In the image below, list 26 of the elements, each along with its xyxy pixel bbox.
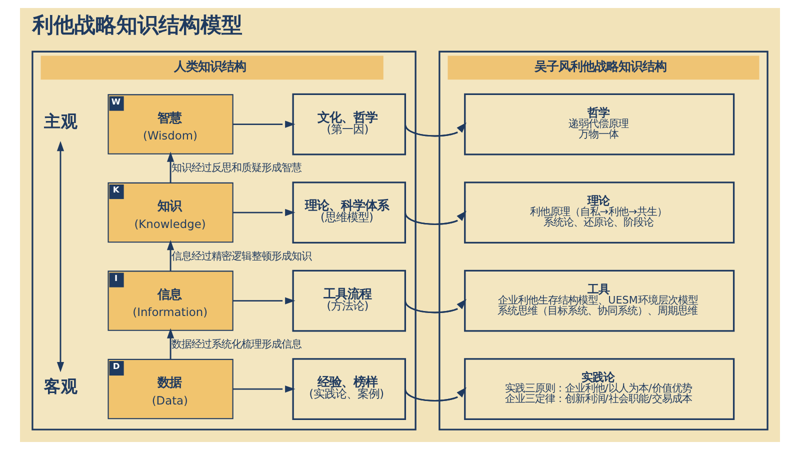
arrow: [166, 240, 174, 272]
node-box: 哲学 递弱代偿原理 万物一体: [464, 93, 735, 156]
node-text: 主观: [44, 112, 78, 132]
edge-label: 知识经过反思和质疑形成智慧: [171, 162, 302, 174]
arrow: [404, 122, 466, 137]
arrow: [232, 120, 296, 128]
node-box: 工具 企业利他生存结构模型、UESM环境层次模型 系统思维（目标系统、协同系统）、周期思维: [464, 270, 735, 332]
edge-label: 数据经过系统化梳理形成信息: [171, 338, 302, 351]
node-box: 经验、榜样 (实践论、案例): [292, 358, 406, 420]
diagram-title: 利他战略知识结构模型: [32, 12, 242, 37]
node-text: 客观: [44, 376, 78, 396]
node-box: 理论、科学体系 (思维模型): [292, 182, 406, 244]
node-box: 文化、哲学 (第一因): [292, 93, 406, 156]
arrow: [404, 299, 466, 314]
node-box: 工具流程 (方法论): [292, 270, 406, 332]
arrow: [166, 328, 174, 360]
node-box: 实践论 实践三原则：企业利他/以人为本/价值优势 企业三定律：创新利润/社会职能/交易成本: [464, 358, 735, 420]
arrow: [166, 152, 174, 183]
arrow: [56, 140, 64, 372]
node-box: 理论 利他原理（自私→利他→共生） 系统论、还原论、阶段论: [464, 182, 735, 244]
arrow: [404, 210, 466, 225]
arrow: [232, 385, 296, 393]
arrow: [232, 297, 296, 304]
arrow: [232, 208, 296, 216]
edge-label: 信息经过精密逻辑整顿形成知识: [172, 250, 312, 262]
arrow: [404, 387, 466, 402]
